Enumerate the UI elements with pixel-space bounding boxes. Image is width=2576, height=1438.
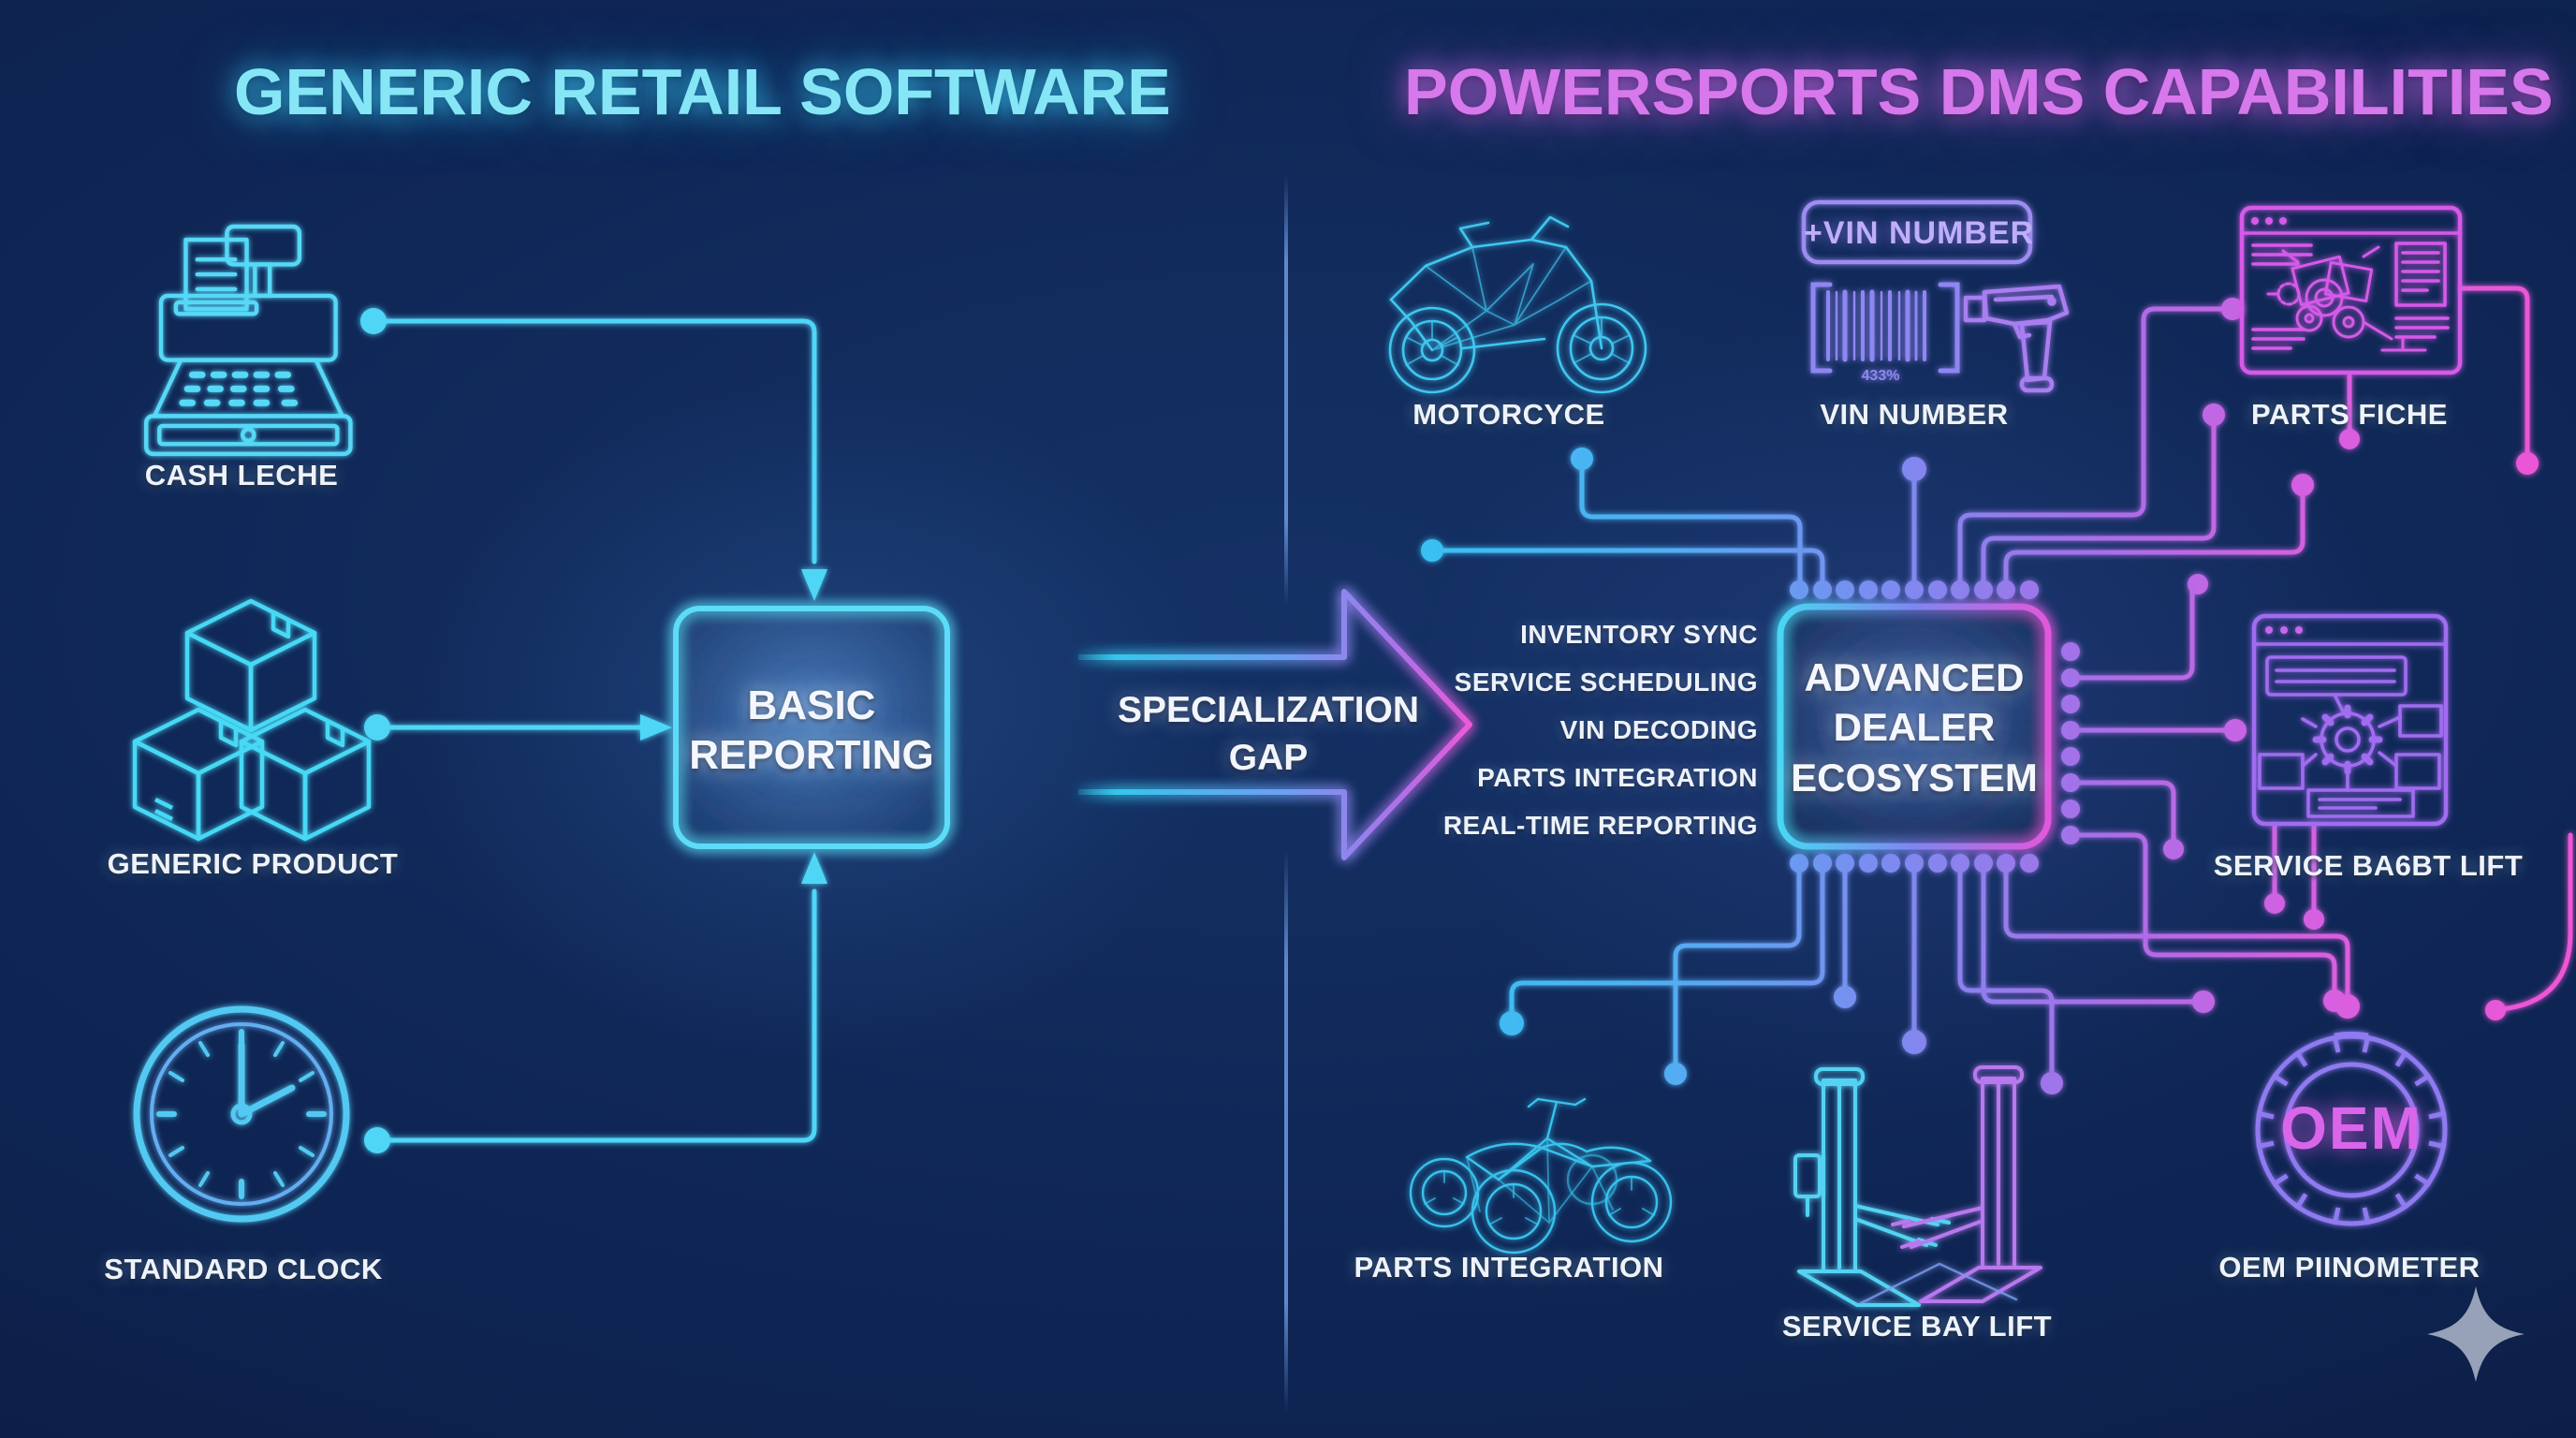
chip-pins bbox=[1790, 580, 2080, 873]
barcode bbox=[1826, 289, 1926, 362]
node-dot bbox=[364, 1127, 390, 1153]
scanner-gun bbox=[1963, 284, 2070, 393]
oem-gear-icon bbox=[2255, 1031, 2448, 1226]
oem-badge-label: OEM bbox=[2280, 1094, 2422, 1162]
barcode-digits: 433% bbox=[1862, 368, 1900, 384]
feature-item: SERVICE SCHEDULING bbox=[1454, 668, 1758, 697]
center-divider-bottom bbox=[1284, 850, 1288, 1414]
feature-list: INVENTORY SYNC SERVICE SCHEDULING VIN DE… bbox=[1292, 610, 1758, 849]
atv-icon bbox=[1409, 1097, 1673, 1255]
sparkle-watermark-icon bbox=[2427, 1286, 2525, 1382]
motorcycle-icon bbox=[1388, 215, 1647, 394]
feature-item: VIN DECODING bbox=[1559, 715, 1758, 744]
basic-reporting-box bbox=[673, 606, 950, 849]
cash-register-icon bbox=[144, 224, 353, 457]
connector-standard-clock bbox=[376, 888, 817, 1143]
vin-badge-label: +VIN NUMBER bbox=[1804, 215, 2035, 251]
vin-scanner-icon: 433% bbox=[1801, 199, 2070, 393]
gear bbox=[2312, 704, 2383, 775]
specialization-gap-label: SPECIALIZATION GAP bbox=[1105, 686, 1432, 783]
advanced-dealer-ecosystem-chip bbox=[1777, 603, 2052, 850]
node-dot bbox=[360, 308, 387, 334]
boxes-icon bbox=[132, 598, 372, 842]
center-divider-top bbox=[1284, 176, 1288, 605]
gap-line2: GAP bbox=[1228, 738, 1309, 779]
gap-line1: SPECIALIZATION bbox=[1117, 690, 1420, 730]
service-ba6bt-lift-label: SERVICE BA6BT LIFT bbox=[2213, 849, 2524, 882]
parts-integration-label: PARTS INTEGRATION bbox=[1354, 1251, 1664, 1284]
generic-product-label: GENERIC PRODUCT bbox=[107, 847, 399, 880]
feature-item: REAL-TIME REPORTING bbox=[1442, 811, 1758, 840]
advanced-dealer-ecosystem-label: ADVANCED DEALER ECOSYSTEM bbox=[1791, 655, 2038, 800]
feature-item: INVENTORY SYNC bbox=[1520, 620, 1758, 649]
vin-badge-frame bbox=[1801, 199, 2033, 265]
vin-number-label: VIN NUMBER bbox=[1820, 398, 2009, 431]
connector-cash-register bbox=[372, 318, 817, 565]
parts-fiche-icon bbox=[2239, 205, 2463, 375]
motorcycle-label: MOTORCYCE bbox=[1412, 398, 1605, 431]
arrowhead-right bbox=[640, 714, 672, 741]
circuit-traces bbox=[1437, 286, 2573, 1079]
arrowhead-up bbox=[801, 852, 827, 884]
cash-register-label: CASH LECHE bbox=[144, 459, 339, 492]
right-panel-title: POWERSPORTS DMS CAPABILITIES bbox=[1404, 55, 2554, 128]
left-connectors bbox=[360, 308, 827, 1153]
standard-clock-label: STANDARD CLOCK bbox=[104, 1253, 383, 1285]
circuit-endpoint-dots bbox=[1421, 298, 2539, 1094]
node-dot bbox=[364, 714, 390, 741]
clock-icon bbox=[133, 1005, 350, 1223]
specialization-gap-arrow bbox=[1078, 589, 1472, 860]
parts-fiche-label: PARTS FICHE bbox=[2251, 398, 2448, 431]
feature-item: PARTS INTEGRATION bbox=[1477, 763, 1758, 792]
arrowhead-down bbox=[801, 569, 827, 601]
left-panel-title: GENERIC RETAIL SOFTWARE bbox=[234, 55, 1171, 128]
service-bay-lift-label: SERVICE BAY LIFT bbox=[1781, 1310, 2053, 1343]
oem-piinometer-label: OEM PIINOMETER bbox=[2218, 1251, 2481, 1284]
workflow-window-icon bbox=[2251, 613, 2449, 827]
service-lift-icon bbox=[1793, 1065, 2042, 1307]
basic-reporting-label: BASIC REPORTING bbox=[689, 682, 934, 778]
